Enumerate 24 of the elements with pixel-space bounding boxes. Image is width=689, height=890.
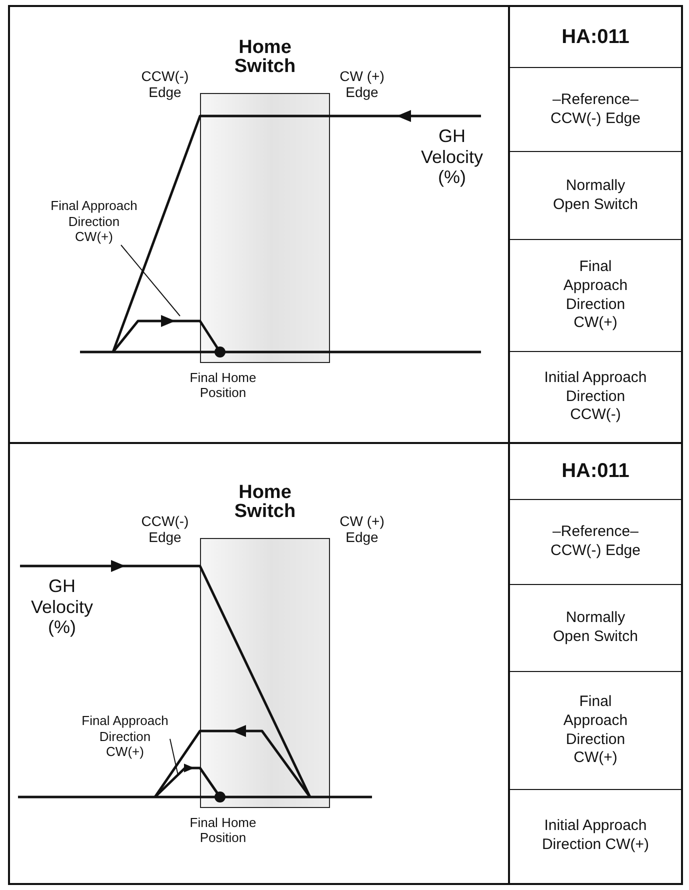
table-cell: Normally Open Switch [510,585,681,672]
table-cell: Normally Open Switch [510,152,681,240]
diagram-label: CCW(-) Edge [140,68,190,100]
switch-heading: Home Switch [233,483,297,521]
leader-line [170,738,178,776]
diagram-label: GH Velocity (%) [30,576,94,638]
table-cell: Final Approach Direction CW(+) [510,672,681,790]
diagram-label: Final Home Position [188,371,258,401]
table-cell-text: Initial Approach Direction CW(+) [540,816,650,854]
table-cell: –Reference– CCW(-) Edge [510,68,681,152]
mode-code-cell: HA:011 [510,7,681,68]
leader-line [120,244,180,316]
diagram-label: CCW(-) Edge [140,513,190,546]
diagram-label: GH Velocity (%) [420,126,484,188]
table-cell: –Reference– CCW(-) Edge [510,500,681,585]
diagram-label: Final Home Position [188,816,258,846]
diagram-label: CW (+) Edge [338,68,386,100]
switch-heading: Home Switch [233,38,297,76]
diagram-label: CW (+) Edge [338,513,386,546]
table-cell: Final Approach Direction CW(+) [510,240,681,352]
callout-text: Final Approach Direction CW(+) [49,198,139,245]
callout-text: Final Approach Direction CW(+) [80,713,170,760]
table-cell-text: Initial Approach Direction CCW(-) [543,368,648,426]
mode-code-cell: HA:011 [510,444,681,500]
